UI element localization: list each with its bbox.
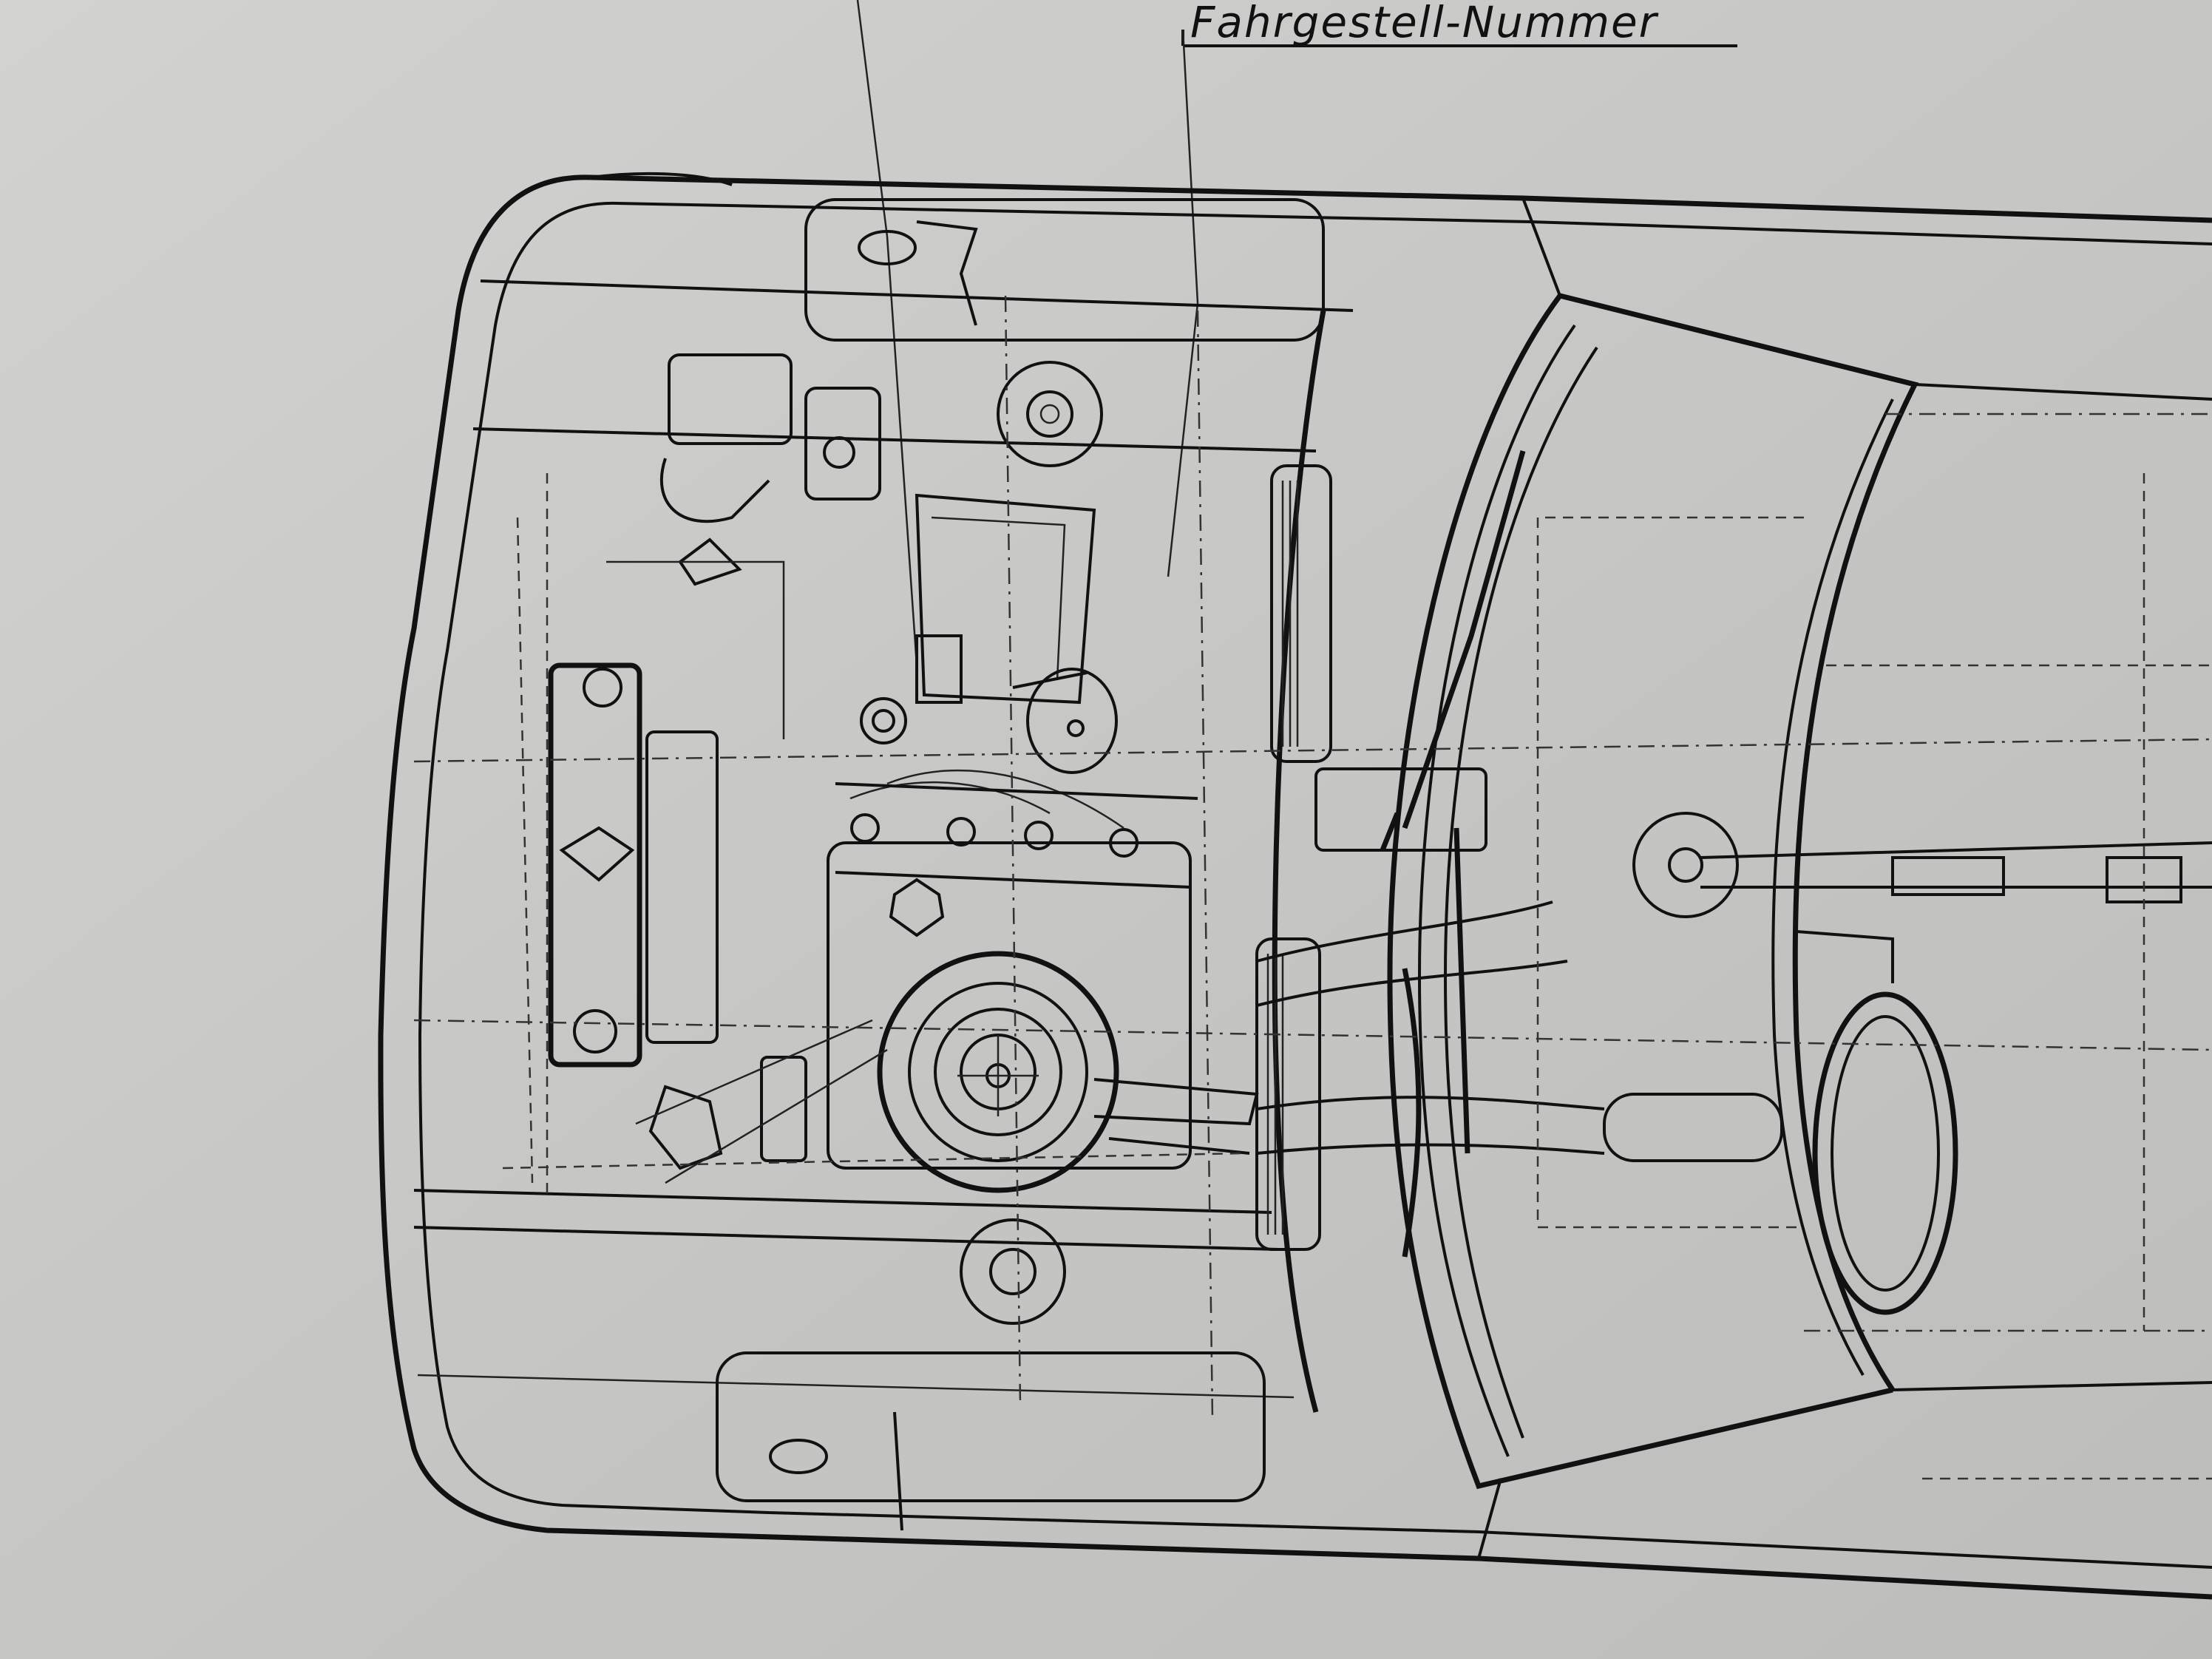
- battery-area: [606, 353, 881, 739]
- front-wheel-bottom: [716, 1218, 1266, 1531]
- drive-shaft: [1256, 767, 2212, 1162]
- chassis-number-label: Fahrgestell-Nummer: [1190, 0, 1659, 47]
- steering-wheel: [1812, 991, 1958, 1315]
- lower-components: [635, 1019, 1259, 1184]
- radiator: [548, 662, 719, 1068]
- chassis-number-callout: Fahrgestell-Nummer: [856, 0, 1737, 666]
- construction-lines: [413, 295, 2212, 1480]
- front-wheel-top: [804, 198, 1325, 467]
- crank-pulley: [877, 951, 1119, 1193]
- spark-plugs: [849, 769, 1139, 858]
